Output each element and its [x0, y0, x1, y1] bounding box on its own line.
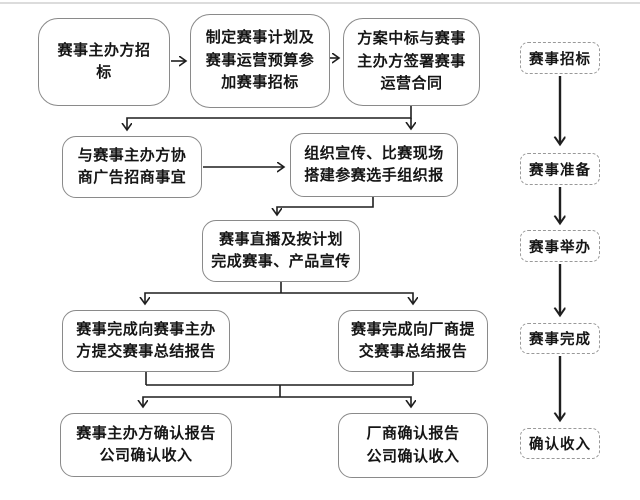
phase-stage-preparation: 赛事准备 [520, 153, 600, 185]
flow-node-plan-budget-bid: 制定赛事计划及 赛事运营预算参 加赛事招标 [190, 14, 330, 108]
flow-node-report-to-organizer: 赛事完成向赛事主办 方提交赛事总结报告 [62, 310, 230, 372]
top-divider [0, 2, 640, 4]
flow-node-organizer-confirm: 赛事主办方确认报告 公司确认收入 [60, 413, 232, 477]
flow-node-live-broadcast: 赛事直播及按计划 完成赛事、产品宣传 [202, 220, 360, 282]
phase-stage-bidding: 赛事招标 [520, 42, 600, 74]
flow-node-win-bid-sign-contract: 方案中标与赛事 主办方签署赛事 运营合同 [343, 18, 480, 106]
phase-stage-revenue: 确认收入 [520, 428, 600, 459]
arrow-f-to-h [281, 292, 413, 303]
flow-node-negotiate-sponsorship: 与赛事主办方协 商广告招商事宜 [62, 136, 202, 198]
phase-stage-holding: 赛事举办 [520, 230, 600, 262]
flow-node-organizer-bidding: 赛事主办方招 标 [38, 18, 170, 106]
flow-node-vendor-confirm: 厂商确认报告 公司确认收入 [338, 413, 488, 478]
arrow-c-to-d [127, 106, 412, 129]
arrow-to-i [143, 396, 280, 406]
arrow-to-j [280, 396, 411, 406]
flow-node-organize-publicity: 组织宣传、比赛现场 搭建参赛选手组织报 [290, 133, 458, 197]
phase-stage-completion: 赛事完成 [520, 323, 600, 354]
flow-node-report-to-vendor: 赛事完成向厂商提 交赛事总结报告 [338, 310, 488, 372]
arrow-e-to-f [277, 197, 374, 214]
arrow-f-to-g [145, 292, 281, 303]
